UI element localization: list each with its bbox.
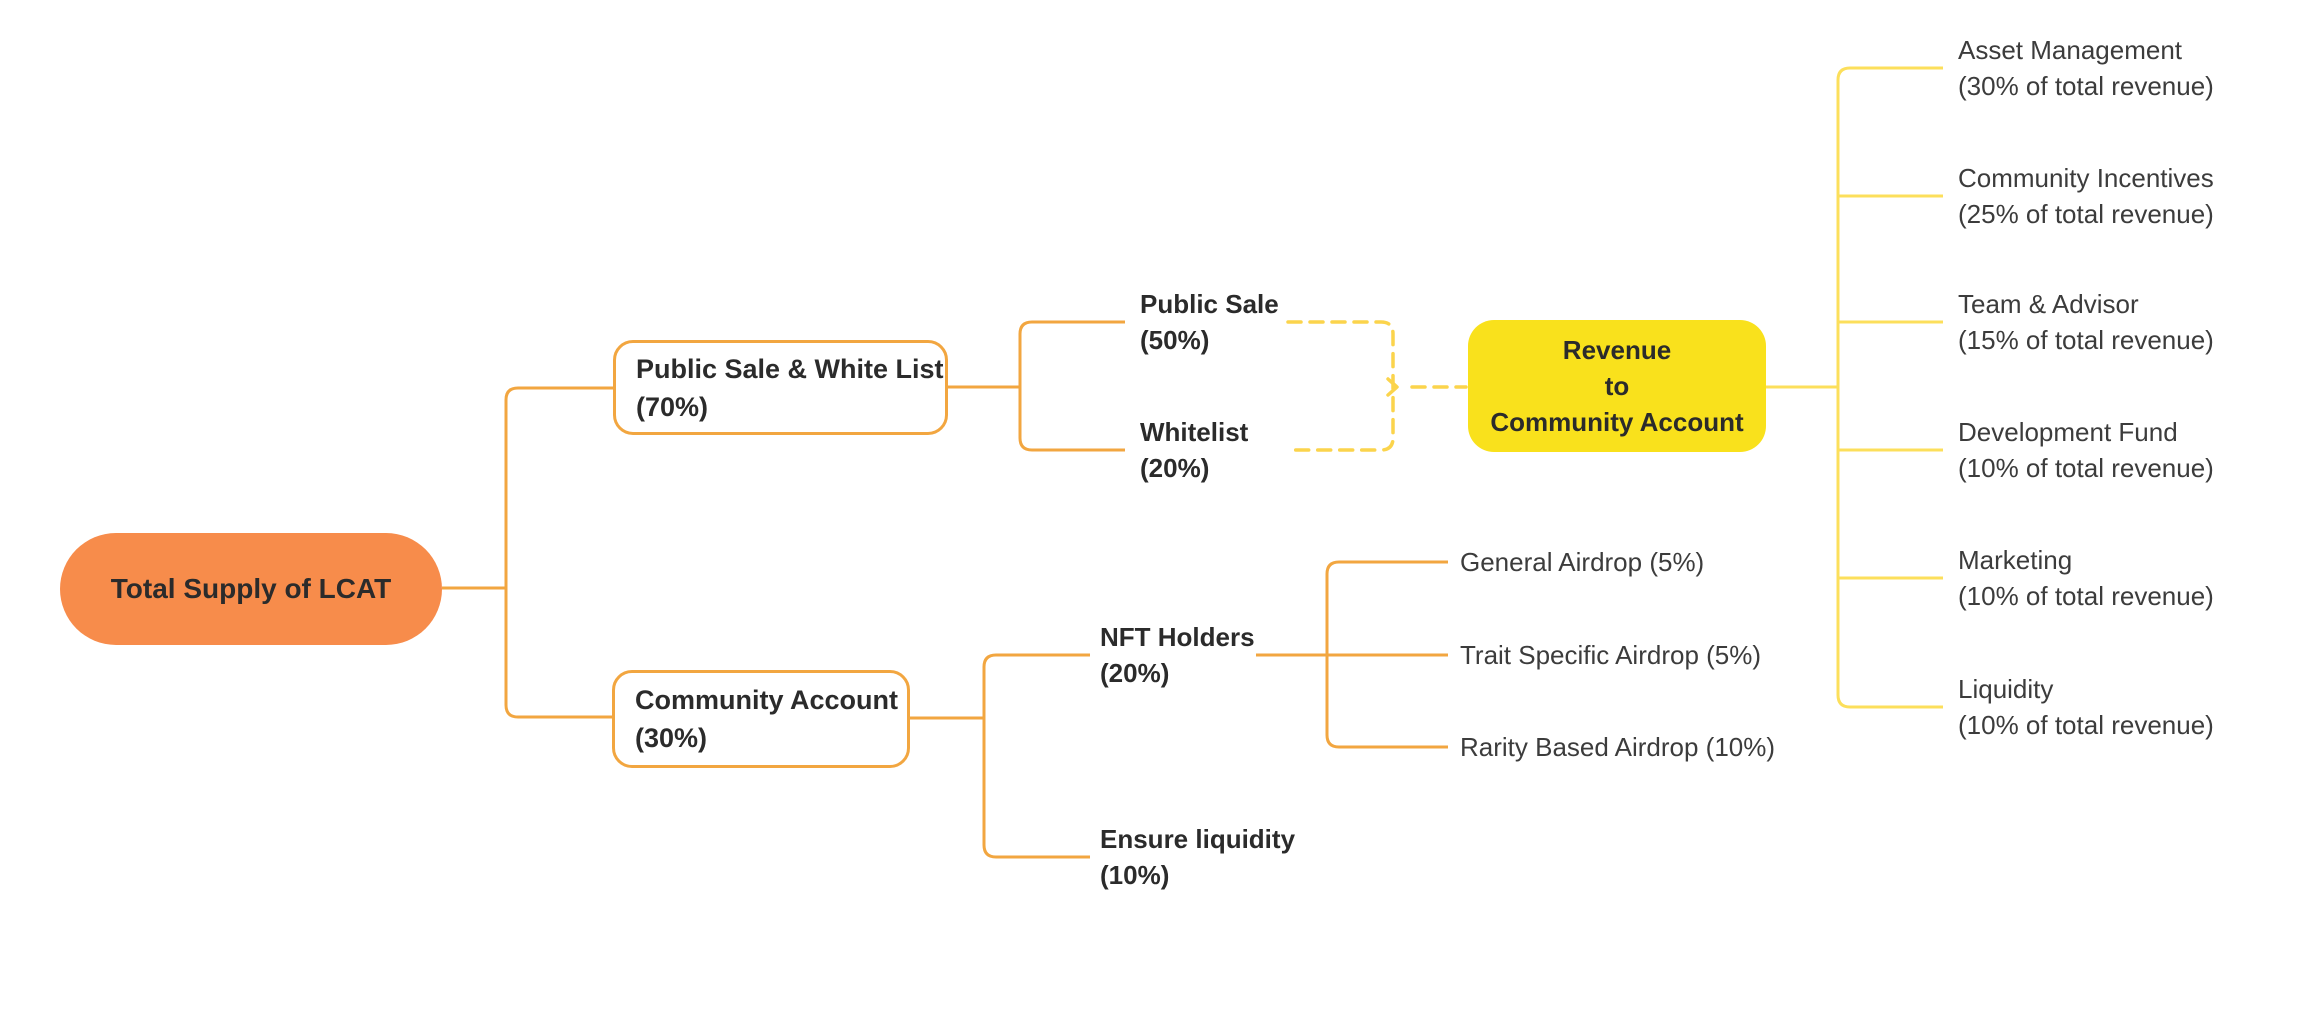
node-label: Ensure liquidity (1100, 824, 1296, 854)
node-percentage: (30%) (635, 723, 708, 753)
node-rarity-based-airdrop[interactable]: Rarity Based Airdrop (10%) (1460, 729, 1775, 765)
node-label: Public Sale & White List (636, 353, 944, 384)
node-liquidity[interactable]: Liquidity (10% of total revenue) (1958, 671, 2214, 743)
node-percentage: (10% of total revenue) (1958, 453, 2214, 483)
node-percentage: (25% of total revenue) (1958, 199, 2214, 229)
node-label: Public Sale (1140, 289, 1279, 319)
node-percentage: (10%) (1100, 860, 1170, 890)
node-asset-management[interactable]: Asset Management (30% of total revenue) (1958, 32, 2214, 104)
node-percentage: (10% of total revenue) (1958, 710, 2214, 740)
node-community-account[interactable]: Community Account (30%) (612, 670, 910, 768)
node-public-sale-whitelist[interactable]: Public Sale & White List (70%) (613, 340, 948, 435)
node-label-line1: Revenue (1562, 335, 1672, 365)
node-label: Community Incentives (1958, 163, 2214, 193)
node-team-advisor[interactable]: Team & Advisor (15% of total revenue) (1958, 286, 2214, 358)
node-label: Total Supply of LCAT (110, 573, 392, 604)
node-percentage: (70%) (636, 391, 709, 422)
node-percentage: (20%) (1100, 658, 1170, 688)
node-percentage: (10% of total revenue) (1958, 581, 2214, 611)
node-label: Community Account (635, 685, 898, 715)
node-whitelist[interactable]: Whitelist (20%) (1140, 414, 1248, 486)
node-label: General Airdrop (5%) (1460, 547, 1705, 577)
arrow-right-icon (1386, 377, 1399, 397)
connector-psw-bracket (1018, 320, 1125, 452)
node-marketing[interactable]: Marketing (10% of total revenue) (1958, 542, 2214, 614)
node-label: Asset Management (1958, 35, 2183, 65)
connector-dashed-bracket (1286, 320, 1395, 452)
node-label: Development Fund (1958, 417, 2178, 447)
node-label: Whitelist (1140, 417, 1249, 447)
node-public-sale[interactable]: Public Sale (50%) (1140, 286, 1279, 358)
node-label: Liquidity (1958, 674, 2054, 704)
node-percentage: (20%) (1140, 453, 1210, 483)
node-ensure-liquidity[interactable]: Ensure liquidity (10%) (1100, 821, 1295, 893)
node-trait-specific-airdrop[interactable]: Trait Specific Airdrop (5%) (1460, 637, 1761, 673)
node-label-line3: Community Account (1490, 407, 1744, 437)
node-community-incentives[interactable]: Community Incentives (25% of total reven… (1958, 160, 2214, 232)
node-label: Trait Specific Airdrop (5%) (1460, 640, 1762, 670)
node-label: NFT Holders (1100, 622, 1255, 652)
connector-ca-bracket (982, 653, 1090, 859)
node-percentage: (15% of total revenue) (1958, 325, 2214, 355)
node-total-supply[interactable]: Total Supply of LCAT (60, 533, 442, 645)
connector-revenue-bracket (1836, 66, 1943, 709)
node-label: Marketing (1958, 545, 2073, 575)
connector-root-bracket (504, 386, 613, 719)
node-development-fund[interactable]: Development Fund (10% of total revenue) (1958, 414, 2214, 486)
node-percentage: (30% of total revenue) (1958, 71, 2214, 101)
node-revenue-to-community-account[interactable]: Revenue to Community Account (1468, 320, 1766, 452)
node-label: Team & Advisor (1958, 289, 2139, 319)
node-nft-holders[interactable]: NFT Holders (20%) (1100, 619, 1255, 691)
node-general-airdrop[interactable]: General Airdrop (5%) (1460, 544, 1704, 580)
node-percentage: (50%) (1140, 325, 1210, 355)
node-label-line2: to (1604, 371, 1630, 401)
node-label: Rarity Based Airdrop (10%) (1460, 732, 1776, 762)
